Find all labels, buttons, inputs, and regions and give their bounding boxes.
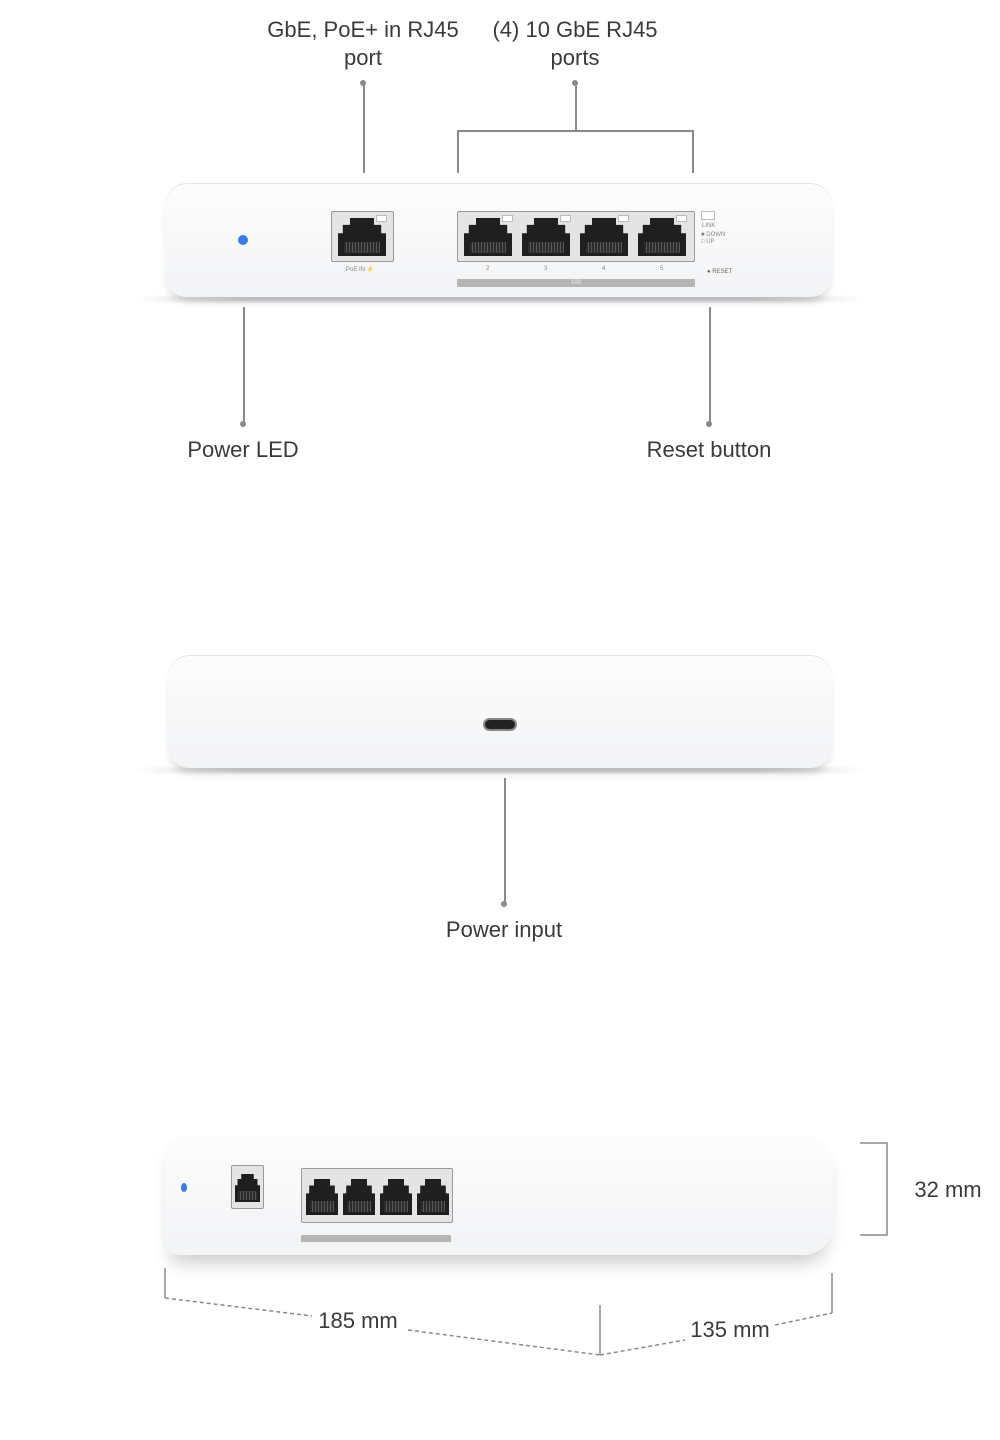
leader-line	[709, 307, 711, 424]
callout-10gbe-ports: (4) 10 GbE RJ45 ports	[492, 16, 657, 72]
port-led	[376, 215, 387, 222]
device-shadow	[135, 767, 865, 773]
callout-poe-port: GbE, PoE+ in RJ45 port	[267, 16, 458, 72]
leader-line	[504, 778, 506, 904]
port-led	[676, 215, 687, 222]
leader-line	[363, 83, 365, 173]
leader-line	[243, 307, 245, 424]
port-number: 3	[544, 266, 548, 272]
port-group	[457, 211, 695, 262]
link-icon	[701, 211, 715, 220]
bracket-line	[457, 130, 694, 132]
callout-line-1: GbE, PoE+ in RJ45	[267, 17, 459, 42]
down-label: ■ DOWN	[701, 232, 726, 238]
port-number: 2	[486, 266, 490, 272]
dimension-height: 32 mm	[914, 1177, 982, 1202]
port-led	[560, 215, 571, 222]
port-number: 5	[660, 266, 664, 272]
leader-dot	[501, 901, 507, 907]
callout-reset-button: Reset button	[646, 437, 772, 462]
usb-c-port[interactable]	[483, 718, 517, 731]
leader-dot	[706, 421, 712, 427]
bracket-line	[692, 130, 694, 173]
bracket-line	[457, 130, 459, 173]
depth-dashed-line	[599, 1312, 833, 1356]
callout-power-led: Power LED	[187, 437, 299, 462]
power-led	[238, 235, 248, 245]
speed-bar	[301, 1235, 451, 1242]
leader-dot	[240, 421, 246, 427]
port-led	[502, 215, 513, 222]
power-led	[181, 1183, 187, 1192]
dimension-width: 185 mm	[318, 1308, 398, 1333]
link-label: LINK	[702, 223, 716, 229]
poe-in-port[interactable]	[331, 211, 394, 262]
dimension-depth: 135 mm	[690, 1317, 770, 1342]
port-group	[301, 1168, 453, 1223]
poe-in-port[interactable]	[231, 1165, 264, 1209]
up-label: □ UP	[701, 239, 715, 245]
switch-perspective-view	[165, 1135, 833, 1255]
port-led	[618, 215, 629, 222]
speed-bar: 100	[457, 279, 695, 287]
leader-line	[575, 83, 577, 131]
port-number: 4	[602, 266, 606, 272]
callout-line-2: ports	[550, 45, 600, 70]
height-bracket	[860, 1142, 888, 1236]
callout-line-1: (4) 10 GbE RJ45	[492, 17, 658, 42]
switch-front-view: PoE IN ⚡ 2 3 4 5 100 LINK ■ DOWN □ UP ● …	[165, 183, 832, 297]
callout-line-2: port	[344, 45, 382, 70]
reset-button[interactable]: ● RESET	[707, 269, 733, 275]
device-shadow	[135, 296, 865, 302]
width-dashed-line	[164, 1297, 601, 1356]
callout-power-input: Power input	[445, 917, 563, 942]
poe-in-label: PoE IN ⚡	[346, 267, 375, 273]
switch-rear-view	[168, 655, 832, 768]
